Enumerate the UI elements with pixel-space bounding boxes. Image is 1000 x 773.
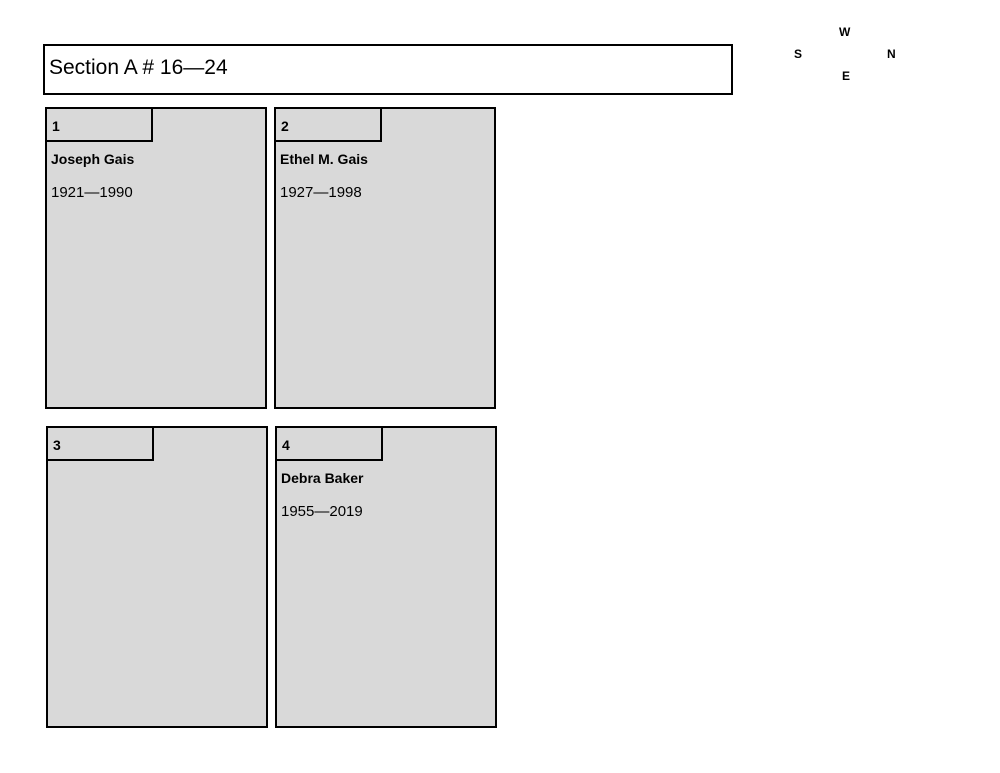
compass-east-label: E (842, 69, 851, 83)
plot-1: 1 Joseph Gais 1921—1990 (45, 107, 267, 409)
section-title: Section A # 16—24 (49, 56, 228, 79)
plot-years: 1921—1990 (51, 184, 133, 201)
plot-name: Debra Baker (281, 470, 364, 486)
plot-number-tab: 1 (47, 109, 153, 142)
section-title-box: Section A # 16—24 (43, 44, 733, 95)
compass-south-label: S (794, 47, 803, 61)
compass-west-label: W (839, 25, 851, 39)
plot-years: 1927—1998 (280, 184, 362, 201)
plot-years: 1955—2019 (281, 503, 363, 520)
plot-3: 3 (46, 426, 268, 728)
plot-number: 3 (53, 437, 61, 453)
plot-name: Joseph Gais (51, 151, 135, 167)
plot-number: 4 (282, 437, 290, 453)
plot-number-tab: 3 (48, 428, 154, 461)
compass-north-label: N (887, 47, 896, 61)
plot-name: Ethel M. Gais (280, 151, 368, 167)
plot-number: 1 (52, 118, 60, 134)
plot-4: 4 Debra Baker 1955—2019 (275, 426, 497, 728)
plot-2: 2 Ethel M. Gais 1927—1998 (274, 107, 496, 409)
plot-number: 2 (281, 118, 289, 134)
plot-number-tab: 4 (277, 428, 383, 461)
plot-number-tab: 2 (276, 109, 382, 142)
